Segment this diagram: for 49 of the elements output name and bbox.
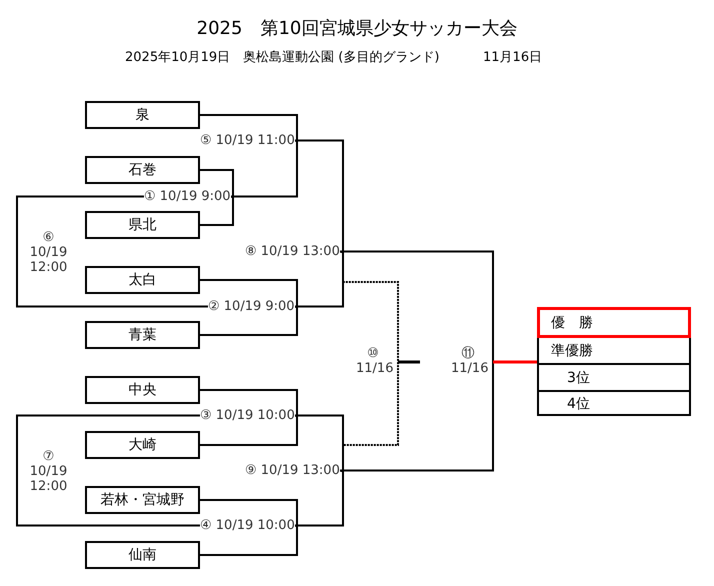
bracket-line (493, 360, 537, 364)
team-box: 泉 (85, 101, 200, 129)
bracket-line (200, 414, 298, 446)
bracket-line (340, 250, 494, 362)
result-row: 3位 (539, 363, 689, 390)
result-row: 準優勝 (539, 336, 689, 363)
match-label: ① 10/19 9:00 (144, 189, 231, 204)
bracket-line (200, 499, 298, 528)
team-box: 石巻 (85, 156, 200, 184)
match-label: ⑪ 11/16 (443, 346, 493, 378)
result-row: 4位 (539, 390, 689, 416)
team-box: 若林・宮城野 (85, 486, 200, 514)
bracket-line (294, 250, 344, 308)
match-label: ⑧ 10/19 13:00 (245, 244, 340, 259)
team-box: 県北 (85, 211, 200, 239)
match-label: ⑤ 10/19 11:00 (200, 133, 295, 148)
match-label: ② 10/19 9:00 (208, 299, 295, 314)
bracket-line (16, 196, 144, 253)
match-label: ⑦ 10/19 12:00 (17, 449, 80, 495)
match-label: ⑥ 10/19 12:00 (17, 230, 80, 276)
subtitle: 2025年10月19日 奥松島運動公園 (多目的グランド) (125, 49, 440, 66)
match-label: ④ 10/19 10:00 (200, 518, 295, 533)
subtitle: 11月16日 (483, 49, 542, 66)
bracket-line (16, 253, 208, 308)
title: 2025 第10回宮城県少女サッカー大会 (196, 17, 518, 40)
bracket-line (200, 196, 234, 226)
bracket-line (200, 114, 298, 142)
match-label: ③ 10/19 10:00 (200, 408, 295, 423)
bracket-line (16, 414, 200, 472)
match-label: ⑩ 11/16 (348, 346, 398, 378)
team-box: 太白 (85, 266, 200, 294)
bracket-line (294, 140, 344, 254)
team-box: 仙南 (85, 541, 200, 569)
bracket-line (294, 470, 344, 526)
bracket-line (294, 414, 344, 472)
bracket-line (200, 389, 298, 418)
bracket-line (16, 472, 200, 526)
results-table (537, 307, 691, 416)
result-row: 優 勝 (539, 309, 689, 336)
bracket-line (340, 362, 494, 472)
match-label: ⑨ 10/19 13:00 (245, 463, 340, 478)
bracket-line (200, 169, 234, 198)
bracket-line (230, 140, 298, 198)
bracket-line (200, 279, 298, 308)
bracket-line (200, 524, 298, 556)
team-box: 中央 (85, 376, 200, 404)
bracket-line (200, 306, 298, 336)
team-box: 青葉 (85, 321, 200, 349)
team-box: 大崎 (85, 431, 200, 459)
